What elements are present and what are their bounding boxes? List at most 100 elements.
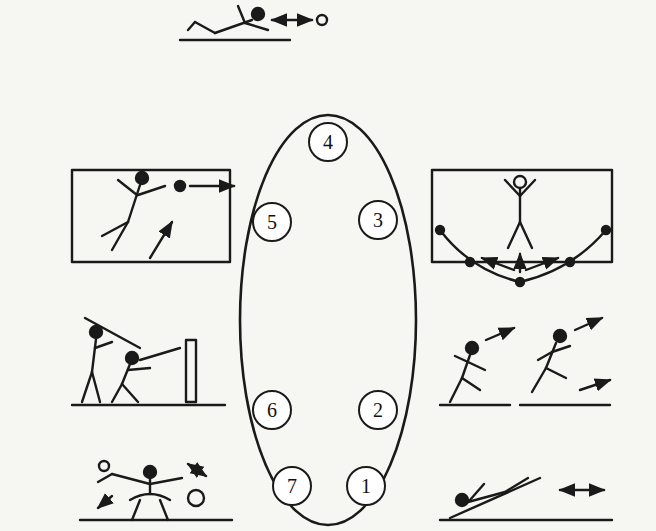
throw-panel bbox=[72, 170, 230, 262]
stick-figures bbox=[112, 384, 122, 402]
catch-panel bbox=[516, 278, 524, 286]
runners bbox=[554, 330, 566, 342]
numbered-circle: 7 bbox=[272, 466, 312, 506]
lying-figure bbox=[180, 6, 327, 40]
throw-panel bbox=[138, 186, 165, 195]
track-oval bbox=[240, 115, 416, 525]
apparatus-figure bbox=[80, 461, 232, 520]
incline-figure bbox=[440, 519, 612, 521]
incline-figure bbox=[450, 478, 540, 518]
catch-panel bbox=[436, 226, 444, 234]
catch-panel bbox=[482, 258, 514, 270]
lying-figure bbox=[195, 22, 215, 33]
throw-panel bbox=[118, 180, 137, 195]
apparatus-figure bbox=[144, 466, 156, 478]
runners bbox=[440, 318, 610, 405]
numbered-circle: 3 bbox=[358, 200, 398, 240]
stick-figures bbox=[186, 340, 196, 402]
numbered-circle: 6 bbox=[252, 390, 292, 430]
numbered-circle: 4 bbox=[308, 122, 348, 162]
apparatus-figure bbox=[80, 519, 232, 521]
runners bbox=[520, 404, 610, 406]
apparatus-figure bbox=[98, 474, 112, 482]
runners bbox=[450, 378, 462, 402]
numbered-circle: 5 bbox=[252, 202, 292, 242]
runners bbox=[552, 346, 570, 352]
throw-panel bbox=[72, 170, 234, 262]
callout-number: 3 bbox=[373, 210, 383, 230]
runners bbox=[455, 356, 468, 362]
lying-figure bbox=[317, 15, 327, 25]
callout-number: 1 bbox=[361, 476, 371, 496]
catch-panel bbox=[466, 258, 474, 266]
catch-panel bbox=[520, 180, 535, 196]
stick-figures bbox=[72, 404, 225, 406]
stick-figures bbox=[85, 318, 140, 348]
stick-figures bbox=[95, 342, 112, 348]
incline-figure bbox=[440, 478, 612, 520]
catch-panel bbox=[526, 258, 558, 270]
apparatus-figure bbox=[99, 461, 109, 471]
stick-figures bbox=[122, 384, 138, 402]
stick-figures bbox=[92, 339, 96, 372]
throw-panel bbox=[175, 181, 185, 191]
runners bbox=[575, 318, 602, 330]
runners bbox=[486, 328, 514, 340]
apparatus-figure bbox=[188, 490, 204, 506]
stick-figures bbox=[90, 326, 102, 338]
runners bbox=[580, 380, 610, 390]
catch-panel bbox=[514, 176, 526, 188]
catch-panel bbox=[505, 180, 520, 196]
apparatus-figure bbox=[112, 474, 150, 484]
catch-panel bbox=[432, 170, 612, 286]
line-art bbox=[72, 6, 612, 525]
callout-number: 2 bbox=[373, 400, 383, 420]
runners bbox=[466, 342, 478, 354]
lying-figure bbox=[272, 19, 312, 21]
incline-figure bbox=[456, 494, 468, 506]
apparatus-figure bbox=[160, 500, 168, 520]
catch-panel bbox=[566, 258, 574, 266]
stick-figures bbox=[122, 364, 130, 384]
lying-figure bbox=[180, 39, 290, 41]
runners bbox=[462, 378, 480, 390]
runners bbox=[440, 404, 510, 406]
apparatus-figure bbox=[132, 500, 140, 520]
apparatus-figure bbox=[188, 464, 206, 476]
numbered-circle: 1 bbox=[346, 466, 386, 506]
throw-panel bbox=[112, 222, 128, 250]
lying-figure bbox=[245, 23, 268, 30]
callout-number: 6 bbox=[267, 400, 277, 420]
throw-panel bbox=[150, 222, 172, 258]
catch-panel bbox=[602, 226, 610, 234]
incline-figure bbox=[505, 478, 528, 492]
lying-figure bbox=[188, 22, 195, 30]
catch-panel bbox=[432, 170, 612, 262]
catch-panel bbox=[520, 222, 532, 248]
runners bbox=[468, 362, 485, 370]
apparatus-figure bbox=[150, 478, 182, 484]
catch-panel bbox=[508, 222, 520, 248]
runners bbox=[546, 368, 566, 378]
stick-figures bbox=[140, 348, 180, 360]
runners bbox=[462, 355, 470, 378]
numbered-circle: 2 bbox=[358, 390, 398, 430]
throw-panel bbox=[190, 185, 234, 187]
stick-figures bbox=[92, 372, 100, 402]
callout-number: 4 bbox=[323, 132, 333, 152]
callout-number: 5 bbox=[267, 212, 277, 232]
lying-figure bbox=[238, 6, 245, 23]
runners bbox=[532, 368, 546, 392]
incline-figure bbox=[560, 489, 604, 491]
catch-panel bbox=[440, 230, 606, 282]
catch-panel bbox=[519, 254, 521, 272]
stick-figures bbox=[126, 352, 138, 364]
callout-number: 7 bbox=[287, 476, 297, 496]
lying-figure bbox=[252, 8, 264, 20]
stick-figures bbox=[128, 368, 150, 370]
apparatus-figure bbox=[98, 496, 112, 508]
throw-panel bbox=[136, 172, 148, 184]
apparatus-figure bbox=[149, 479, 151, 494]
